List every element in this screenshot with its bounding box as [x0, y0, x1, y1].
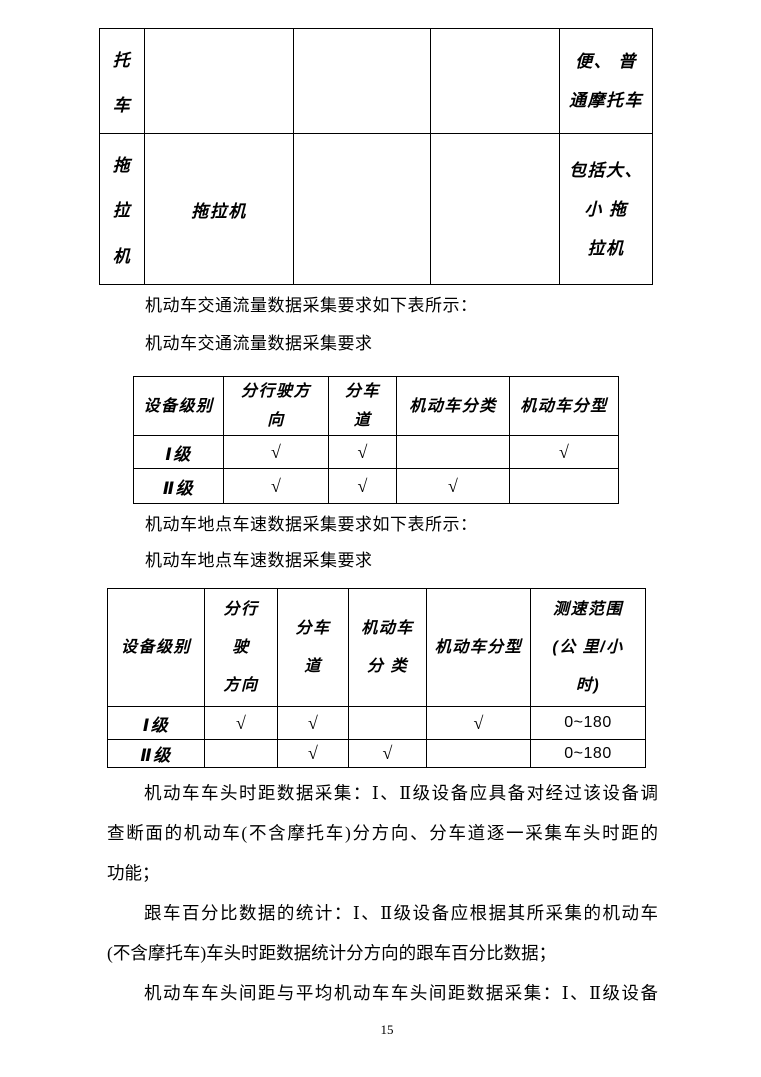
- body-paragraphs: 机动车车头时距数据采集：Ⅰ、Ⅱ级设备应具备对经过该设备调 查断面的机动车(不含摩…: [107, 773, 658, 1013]
- paragraph-headway-time-line: 查断面的机动车(不含摩托车)分方向、分车道逐一采集车头时距的: [107, 823, 658, 843]
- check-cell: [397, 436, 510, 469]
- spot-speed-requirements-table: 设备级别 分行 驶 方向 分车 道 机动车 分 类 机动车分型 测速范围 (公 …: [107, 588, 646, 768]
- note-line: 小 拖: [584, 199, 628, 219]
- table-cell-empty: [294, 134, 431, 284]
- check-cell: √: [278, 740, 349, 767]
- check-cell: √: [349, 740, 427, 767]
- flow-table-title: 机动车交通流量数据采集要求: [145, 334, 373, 353]
- table-cell-tractor: 拖拉机: [145, 134, 294, 284]
- paragraph-follow-percentage-line: 跟车百分比数据的统计：Ⅰ、Ⅱ级设备应根据其所采集的机动车: [144, 903, 658, 923]
- check-cell: √: [278, 707, 349, 740]
- column-header-classification: 机动车 分 类: [349, 589, 427, 707]
- table-cell-empty: [294, 29, 431, 134]
- paragraph-headway-distance-line: 机动车车头间距与平均机动车车头间距数据采集：Ⅰ、Ⅱ级设备: [144, 983, 658, 1003]
- column-header-device-level: 设备级别: [108, 589, 205, 707]
- table-cell-note-motorcycle: 便、 普 通摩托车: [560, 29, 652, 134]
- note-line: 便、 普: [575, 52, 637, 71]
- row-level-2: Ⅱ级: [108, 740, 205, 767]
- table-cell-empty: [431, 29, 560, 134]
- column-header-type: 机动车分型: [427, 589, 531, 707]
- check-cell: √: [427, 707, 531, 740]
- paragraph-headway-time-line: 机动车车头时距数据采集：Ⅰ、Ⅱ级设备应具备对经过该设备调: [144, 783, 658, 803]
- vehicle-category-table-continued: 托 车 便、 普 通摩托车 拖 拉 机 拖拉机 包括大、 小 拖 拉机: [99, 28, 653, 285]
- paragraph-headway-time-line: 功能；: [107, 863, 160, 883]
- column-header-lane: 分车 道: [278, 589, 349, 707]
- table-cell-note-tractor: 包括大、 小 拖 拉机: [560, 134, 652, 284]
- vertical-char: 机: [112, 246, 132, 266]
- check-cell: [349, 707, 427, 740]
- vertical-char: 托: [112, 51, 132, 70]
- column-header-classification: 机动车分类: [397, 377, 510, 436]
- paragraph-follow-percentage-line: (不含摩托车)车头时距数据统计分方向的跟车百分比数据；: [107, 943, 557, 963]
- page-number: 15: [380, 1022, 394, 1037]
- check-cell: √: [224, 436, 329, 469]
- row-level-1: Ⅰ级: [134, 436, 224, 469]
- table-cell-empty: [145, 29, 294, 134]
- table-cell-empty: [431, 134, 560, 284]
- column-header-direction: 分行 驶 方向: [205, 589, 278, 707]
- vertical-char: 拉: [112, 201, 132, 221]
- column-header-lane: 分车 道: [329, 377, 397, 436]
- check-cell: [510, 469, 618, 503]
- flow-intro-text: 机动车交通流量数据采集要求如下表所示：: [145, 296, 478, 315]
- check-cell: √: [224, 469, 329, 503]
- check-cell: [205, 740, 278, 767]
- vertical-char: 拖: [112, 156, 132, 176]
- speed-range-cell: 0~180: [531, 707, 645, 740]
- check-cell: [427, 740, 531, 767]
- column-header-direction: 分行驶方 向: [224, 377, 329, 436]
- row-level-2: Ⅱ级: [134, 469, 224, 503]
- note-line: 通摩托车: [569, 91, 643, 110]
- note-line: 拉机: [587, 238, 625, 258]
- traffic-flow-requirements-table: 设备级别 分行驶方 向 分车 道 机动车分类 机动车分型 Ⅰ级 √ √ √ Ⅱ级…: [133, 376, 619, 504]
- vertical-char: 车: [112, 96, 132, 115]
- speed-intro-text: 机动车地点车速数据采集要求如下表所示：: [145, 515, 478, 534]
- column-header-device-level: 设备级别: [134, 377, 224, 436]
- speed-table-title: 机动车地点车速数据采集要求: [145, 551, 373, 570]
- check-cell: √: [329, 436, 397, 469]
- column-header-speed-range: 测速范围 (公 里/小 时): [531, 589, 645, 707]
- check-cell: √: [329, 469, 397, 503]
- table-cell-category-motuoche: 托 车: [100, 29, 145, 134]
- table-cell-category-tuolaji: 拖 拉 机: [100, 134, 145, 284]
- check-cell: √: [205, 707, 278, 740]
- check-cell: √: [397, 469, 510, 503]
- row-level-1: Ⅰ级: [108, 707, 205, 740]
- speed-range-cell: 0~180: [564, 744, 612, 762]
- check-cell: √: [510, 436, 618, 469]
- note-line: 包括大、: [569, 160, 643, 180]
- column-header-type: 机动车分型: [510, 377, 618, 436]
